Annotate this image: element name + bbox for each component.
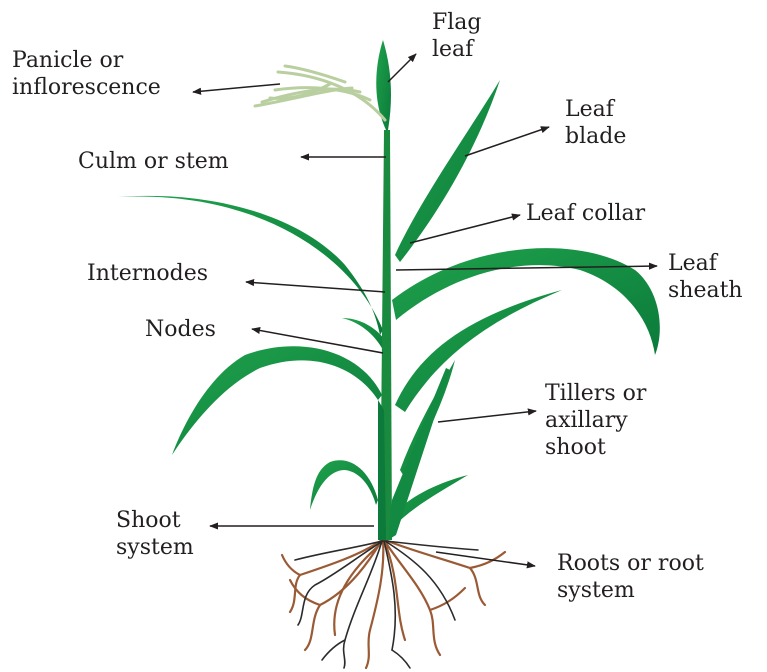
label-shoot-system: Shoot system [116, 507, 194, 561]
arrow-tillers [438, 411, 536, 422]
root-system [282, 540, 505, 668]
label-line: Internodes [87, 260, 208, 287]
label-roots: Roots or root system [557, 550, 704, 604]
label-line: Shoot [116, 507, 194, 534]
label-line: Leaf [565, 96, 626, 123]
arrow-flag-leaf [388, 54, 416, 82]
label-nodes: Nodes [145, 316, 216, 343]
label-flag-leaf: Flag leaf [432, 9, 482, 63]
label-line: leaf [432, 36, 482, 63]
small-node-leaf [342, 318, 388, 350]
leaf-blade [395, 80, 500, 262]
label-leaf-sheath: Leaf sheath [668, 250, 743, 304]
label-line: sheath [668, 277, 743, 304]
label-line: Tillers or [545, 380, 646, 407]
arrow-panicle [193, 84, 280, 92]
label-line: Leaf [668, 250, 743, 277]
label-line: Roots or root [557, 550, 704, 577]
label-line: Leaf collar [526, 200, 645, 227]
label-line: Flag [432, 9, 482, 36]
label-internodes: Internodes [87, 260, 208, 287]
label-line: Nodes [145, 316, 216, 343]
label-line: axillary [545, 407, 646, 434]
arrow-internodes [246, 282, 385, 292]
label-line: Culm or stem [78, 148, 229, 175]
label-leaf-collar: Leaf collar [526, 200, 645, 227]
label-line: system [116, 534, 194, 561]
label-culm: Culm or stem [78, 148, 229, 175]
lower-right-leaf [395, 290, 562, 412]
label-line: system [557, 577, 704, 604]
lower-left-leaf [172, 346, 382, 455]
label-line: blade [565, 123, 626, 150]
label-line: inflorescence [12, 74, 161, 101]
panicle [255, 66, 385, 120]
label-panicle: Panicle or inflorescence [12, 47, 161, 101]
label-line: shoot [545, 434, 646, 461]
curl-leaf [310, 460, 378, 510]
label-tillers: Tillers or axillary shoot [545, 380, 646, 461]
label-leaf-blade: Leaf blade [565, 96, 626, 150]
label-line: Panicle or [12, 47, 161, 74]
